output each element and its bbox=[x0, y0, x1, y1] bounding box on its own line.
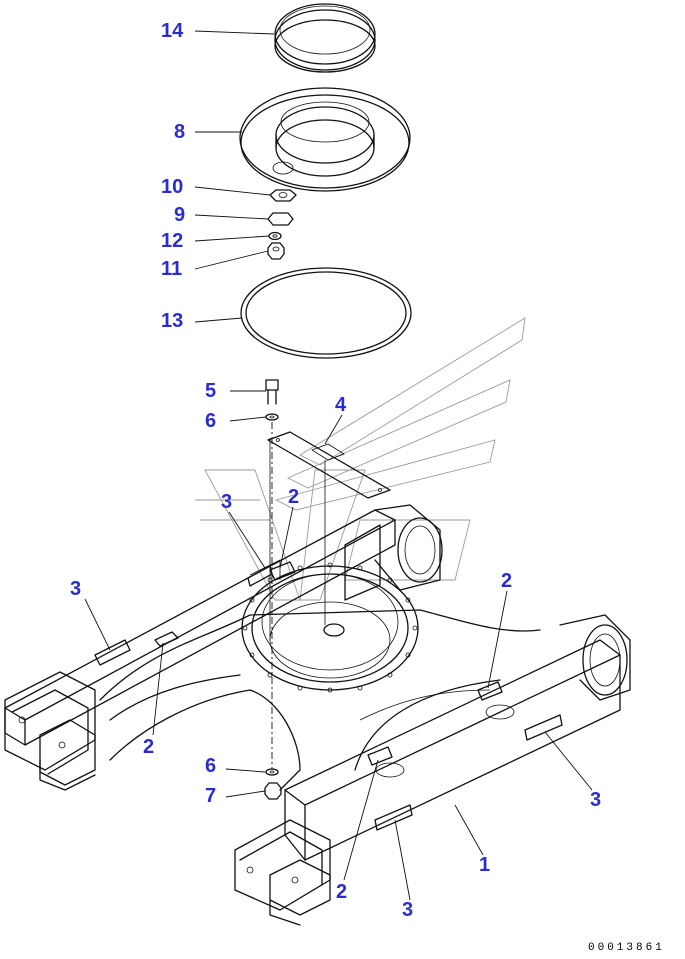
seal-ring-14 bbox=[274, 3, 376, 73]
assembly-lines bbox=[269, 422, 326, 770]
o-ring-13 bbox=[240, 267, 412, 359]
callout-5: 5 bbox=[205, 380, 217, 402]
callout-7: 7 bbox=[205, 785, 217, 807]
callout-2-right: 2 bbox=[501, 570, 513, 592]
callout-3-center: 3 bbox=[221, 491, 233, 513]
callout-6-top: 6 bbox=[205, 410, 217, 432]
callout-12: 12 bbox=[161, 230, 184, 252]
callout-6-bottom: 6 bbox=[205, 755, 217, 777]
watermark-logo bbox=[195, 317, 526, 601]
callout-2-bottom: 2 bbox=[336, 881, 348, 903]
callout-3-bottom: 3 bbox=[402, 899, 414, 921]
track-frame-1 bbox=[4, 504, 631, 926]
document-number: 00013861 bbox=[588, 942, 665, 954]
callout-9: 9 bbox=[174, 204, 186, 226]
callout-3-right: 3 bbox=[590, 789, 602, 811]
washer-6-nut-7 bbox=[264, 768, 282, 800]
callout-8: 8 bbox=[174, 121, 186, 143]
small-parts-stack bbox=[267, 189, 297, 260]
callout-10: 10 bbox=[161, 176, 184, 198]
callout-2-left: 2 bbox=[143, 736, 155, 758]
cover-plate-8 bbox=[239, 87, 411, 192]
callout-11: 11 bbox=[161, 258, 183, 280]
bolt-5-washer-6 bbox=[265, 379, 279, 421]
cover-plate-4 bbox=[267, 431, 391, 499]
callout-1: 1 bbox=[479, 854, 491, 876]
callout-2-center: 2 bbox=[288, 486, 300, 508]
callout-14: 14 bbox=[161, 20, 184, 42]
callout-4: 4 bbox=[335, 394, 347, 416]
callout-13: 13 bbox=[161, 310, 184, 332]
leader-lines bbox=[84, 30, 593, 901]
callout-3-left: 3 bbox=[70, 578, 82, 600]
